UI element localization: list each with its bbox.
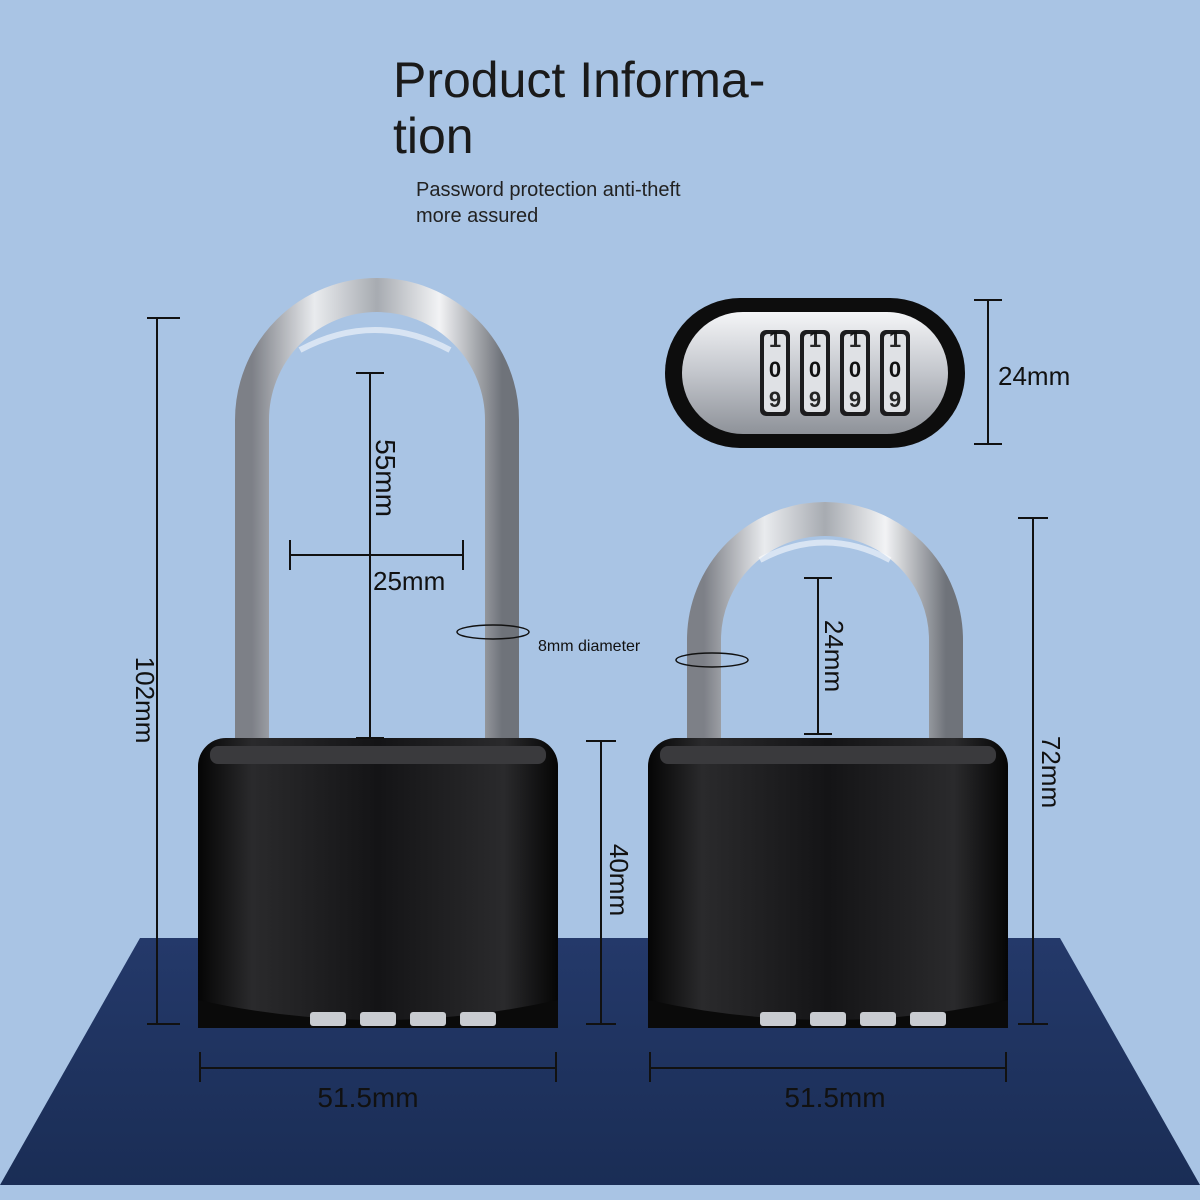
dim-label-102mm: 102mm (130, 657, 160, 744)
short-lock-body (648, 738, 1008, 1028)
wheel (460, 1012, 496, 1026)
dim-label-40mm: 40mm (604, 844, 634, 916)
dim-label-55mm: 55mm (370, 439, 401, 517)
dimension-lines (147, 299, 1048, 1082)
wheel (910, 1012, 946, 1026)
long-shackle (235, 278, 519, 745)
dial-closeup: 1 0 9 1 0 9 1 0 9 1 0 9 (665, 298, 965, 448)
dial-digit-middle: 0 (889, 357, 901, 382)
dial-wheel-face (764, 334, 786, 412)
long-lock-body (198, 738, 558, 1028)
dial-digit-top: 1 (889, 327, 901, 352)
dial-digit-top: 1 (769, 327, 781, 352)
dial-digit-bottom: 9 (889, 387, 901, 412)
dim-label-51-5mm-right: 51.5mm (784, 1082, 885, 1113)
dim-label-51-5mm-left: 51.5mm (317, 1082, 418, 1113)
dim-label-24mm-dial: 24mm (998, 361, 1070, 391)
short-shackle (687, 502, 963, 745)
dim-label-24mm-shackle: 24mm (819, 620, 849, 692)
dial-digit-bottom: 9 (849, 387, 861, 412)
dial-wheel-face (884, 334, 906, 412)
page-title: Product Informa- tion (393, 52, 813, 164)
short-lock-wheels (760, 1012, 946, 1026)
wheel (310, 1012, 346, 1026)
title-line-2: tion (393, 108, 474, 164)
dim-label-72mm: 72mm (1036, 736, 1066, 808)
short-shackle-lock (648, 502, 1008, 1028)
wheel (360, 1012, 396, 1026)
subtitle: Password protection anti-theft more assu… (416, 177, 796, 229)
dim-label-8mm-diameter: 8mm diameter (538, 638, 641, 655)
dim-label-25mm: 25mm (373, 566, 445, 596)
wheel (810, 1012, 846, 1026)
dial-digit-middle: 0 (809, 357, 821, 382)
long-lock-wheels (310, 1012, 496, 1026)
long-shackle-lock (198, 278, 558, 1028)
dial-wheel-face (844, 334, 866, 412)
dial-digit-middle: 0 (849, 357, 861, 382)
dial-digit-top: 1 (849, 327, 861, 352)
wheel (410, 1012, 446, 1026)
wheel (760, 1012, 796, 1026)
title-line-1: Product Informa- (393, 52, 766, 108)
dial-digit-bottom: 9 (809, 387, 821, 412)
wheel (860, 1012, 896, 1026)
dial-digit-bottom: 9 (769, 387, 781, 412)
subtitle-line-2: more assured (416, 205, 539, 227)
dial-digit-top: 1 (809, 327, 821, 352)
dial-digit-middle: 0 (769, 357, 781, 382)
dial-wheel-face (804, 334, 826, 412)
subtitle-line-1: Password protection anti-theft (416, 179, 681, 201)
